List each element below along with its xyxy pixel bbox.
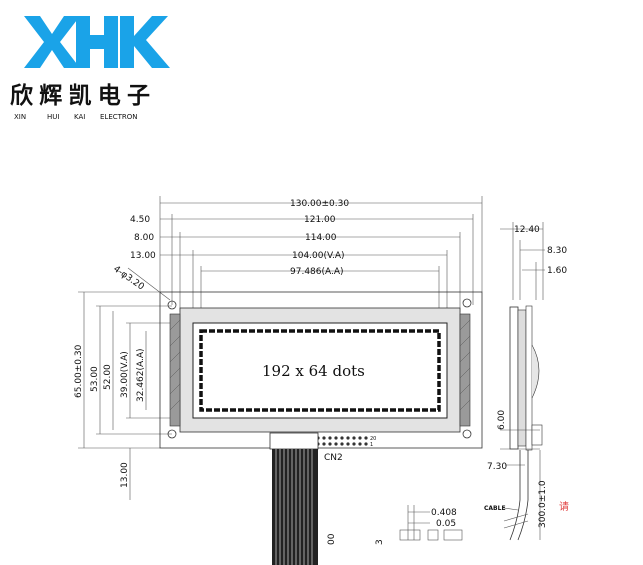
mount-hole-br <box>462 429 472 439</box>
detail-dim-b: 0.05 <box>436 519 456 529</box>
vertical-dimensions: 65.00±0.30 53.00 52.00 39.00(V.A) 32.462… <box>74 291 193 500</box>
side-dim-thickness: 12.40 <box>514 225 540 235</box>
stamp-char: 请 <box>559 500 569 513</box>
dim-mount-pitch: 121.00 <box>304 215 336 225</box>
dim-bottom: 13.00 <box>120 462 130 488</box>
xhk-logo-mark <box>24 16 170 68</box>
connector-pin-20: 20 <box>370 436 376 442</box>
detail-dim-a: 0.408 <box>431 508 457 518</box>
side-view: 12.40 8.30 1.60 6.00 7.30 300.0±1.0 CABL… <box>484 222 569 541</box>
cable-label: CABLE <box>484 505 506 512</box>
dim-aa-width: 97.486(A.A) <box>290 267 344 277</box>
side-dim-module: 8.30 <box>547 246 567 256</box>
connector-pads <box>316 436 368 446</box>
dim-bezel-height: 52.00 <box>103 364 113 390</box>
company-logo: 欣辉凯电子 XIN HUI KAI ELECTRON <box>10 16 170 121</box>
side-dim-lead: 7.30 <box>487 462 507 472</box>
connector-pin-1: 1 <box>370 442 373 448</box>
detail-label-d: 3 <box>375 539 385 545</box>
ribbon-cable: 00 3 <box>272 449 385 565</box>
module-front-view: 192 x 64 dots 20 1 CN2 <box>159 291 483 463</box>
logo-en-xin: XIN <box>14 113 26 121</box>
dim-overall-width: 130.00±0.30 <box>290 199 349 209</box>
side-dim-pin: 6.00 <box>497 410 507 430</box>
logo-en-electron: ELECTRON <box>100 113 138 121</box>
dim-mount-offset: 4.50 <box>130 215 150 225</box>
dim-outline-offset: 8.00 <box>134 233 154 243</box>
dim-aa-height: 32.462(A.A) <box>136 348 146 402</box>
side-dim-glass: 1.60 <box>547 266 567 276</box>
side-dim-cable-length: 300.0±1.0 <box>538 480 548 528</box>
active-area <box>199 329 441 412</box>
dim-bezel-width: 114.00 <box>305 233 337 243</box>
dim-va-width: 104.00(V.A) <box>292 251 345 261</box>
pin-detail: 0.408 0.05 <box>399 505 463 541</box>
dim-va-offset: 13.00 <box>130 251 156 261</box>
mount-hole-bl <box>167 429 177 439</box>
right-elastomer <box>459 313 471 427</box>
mount-hole-tr <box>462 298 472 308</box>
display-resolution-label: 192 x 64 dots <box>262 362 365 380</box>
dim-overall-height: 65.00±0.30 <box>74 344 84 398</box>
left-elastomer <box>169 313 181 427</box>
cn2-connector <box>269 432 319 450</box>
connector-label: CN2 <box>324 453 343 463</box>
dim-outline-height: 53.00 <box>90 366 100 392</box>
logo-en-kai: KAI <box>74 113 85 121</box>
logo-en-hui: HUI <box>47 113 59 121</box>
mount-hole-tl <box>167 300 177 310</box>
dim-va-height: 39.00(V.A) <box>120 351 130 398</box>
detail-label-c: 00 <box>327 533 337 545</box>
